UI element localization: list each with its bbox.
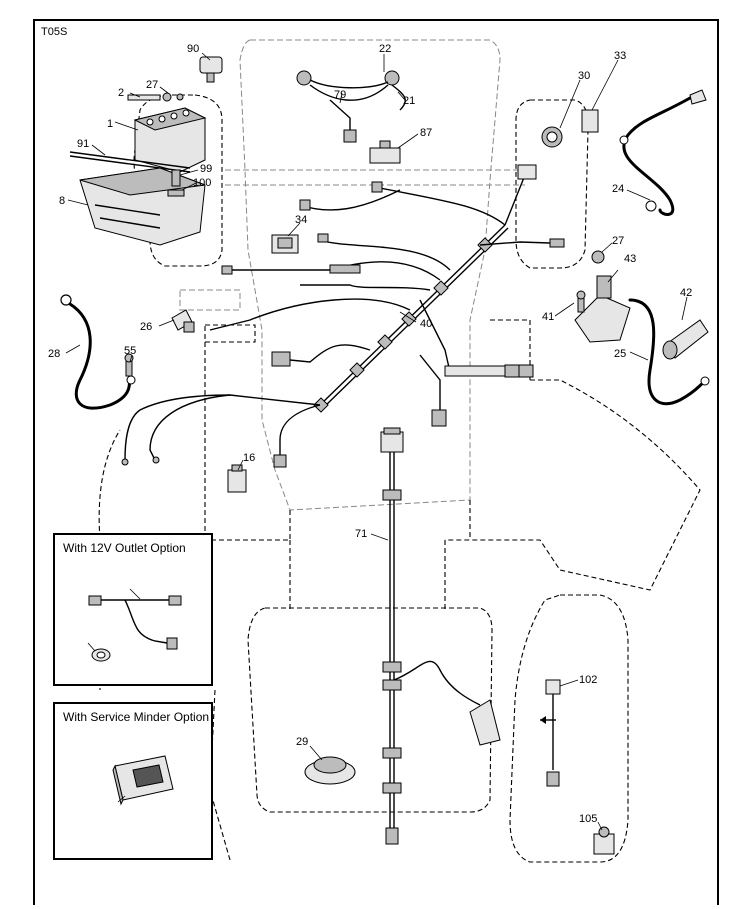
leader-lines: [65, 52, 688, 831]
lower-components: [304, 679, 615, 855]
callout-22: 22: [379, 43, 391, 55]
headlight-harness: [296, 70, 406, 164]
callout-100: 100: [193, 177, 211, 189]
callout-29: 29: [296, 736, 308, 748]
harness-71: [380, 427, 501, 845]
callout-25: 25: [614, 348, 626, 360]
callout-99: 99: [200, 163, 212, 175]
service-minder-option-box: With Service Minder Option: [53, 702, 213, 860]
callout-42: 42: [680, 287, 692, 299]
callout-41: 41: [542, 311, 554, 323]
diagram-code: T05S: [41, 26, 67, 38]
callout-40: 40: [420, 318, 432, 330]
chassis-outlines: [98, 39, 701, 863]
outlet-option-box: With 12V Outlet Option: [53, 533, 213, 686]
callout-8: 8: [59, 195, 65, 207]
service-minder-option-title: With Service Minder Option: [63, 710, 210, 724]
cable-28: [60, 294, 136, 410]
callout-87: 87: [420, 127, 432, 139]
callout-30: 30: [578, 70, 590, 82]
battery-assembly: [69, 56, 223, 246]
callout-71: 71: [355, 528, 367, 540]
callout-28: 28: [48, 348, 60, 360]
service-minder-drawing: [112, 755, 174, 806]
callout-91: 91: [77, 138, 89, 150]
callout-105: 105: [579, 813, 597, 825]
main-harness: [121, 164, 565, 493]
callout-79: 79: [334, 89, 346, 101]
callout-27b: 27: [612, 235, 624, 247]
callout-90: 90: [187, 43, 199, 55]
callout-33: 33: [614, 50, 626, 62]
outlet-option-title: With 12V Outlet Option: [63, 541, 186, 555]
diagram-frame: [33, 19, 719, 905]
callout-16: 16: [243, 452, 255, 464]
callout-27a: 27: [146, 79, 158, 91]
callout-1: 1: [107, 118, 113, 130]
callout-102: 102: [579, 674, 597, 686]
callout-55: 55: [124, 345, 136, 357]
callout-2: 2: [118, 87, 124, 99]
callout-34: 34: [295, 214, 307, 226]
outlet-option-drawing: [87, 588, 182, 662]
right-components: [541, 89, 710, 406]
callout-43: 43: [624, 253, 636, 265]
callout-24: 24: [612, 183, 624, 195]
callout-26: 26: [140, 321, 152, 333]
callout-21: 21: [403, 95, 415, 107]
